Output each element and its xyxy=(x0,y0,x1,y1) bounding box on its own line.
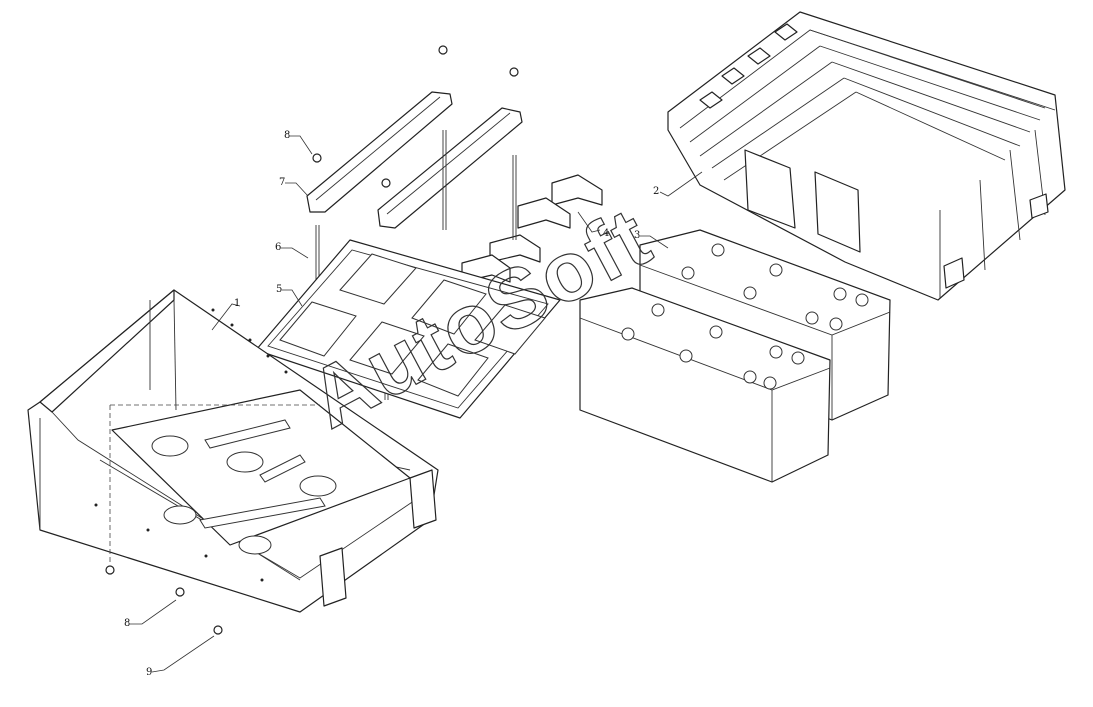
battery-tray xyxy=(27,289,439,613)
callout-7: 7 xyxy=(279,177,285,188)
callout-3: 3 xyxy=(634,230,640,241)
callout-4: 4 xyxy=(603,228,609,239)
battery-front xyxy=(579,287,831,483)
battery-cover xyxy=(667,11,1066,301)
callout-1: 1 xyxy=(234,298,240,309)
callout-6: 6 xyxy=(275,242,281,253)
callout-8-bottom: 8 xyxy=(124,618,130,629)
callout-8-top: 8 xyxy=(284,130,290,141)
callout-labels: 1 2 3 4 5 6 7 8 8 9 xyxy=(124,130,659,678)
battery-frame xyxy=(255,239,561,419)
callout-2: 2 xyxy=(653,186,659,197)
callout-5: 5 xyxy=(276,284,282,295)
bottom-fasteners xyxy=(105,404,320,635)
hold-down-rails xyxy=(306,91,523,229)
callout-leaders xyxy=(130,135,703,673)
callout-9: 9 xyxy=(146,667,152,678)
